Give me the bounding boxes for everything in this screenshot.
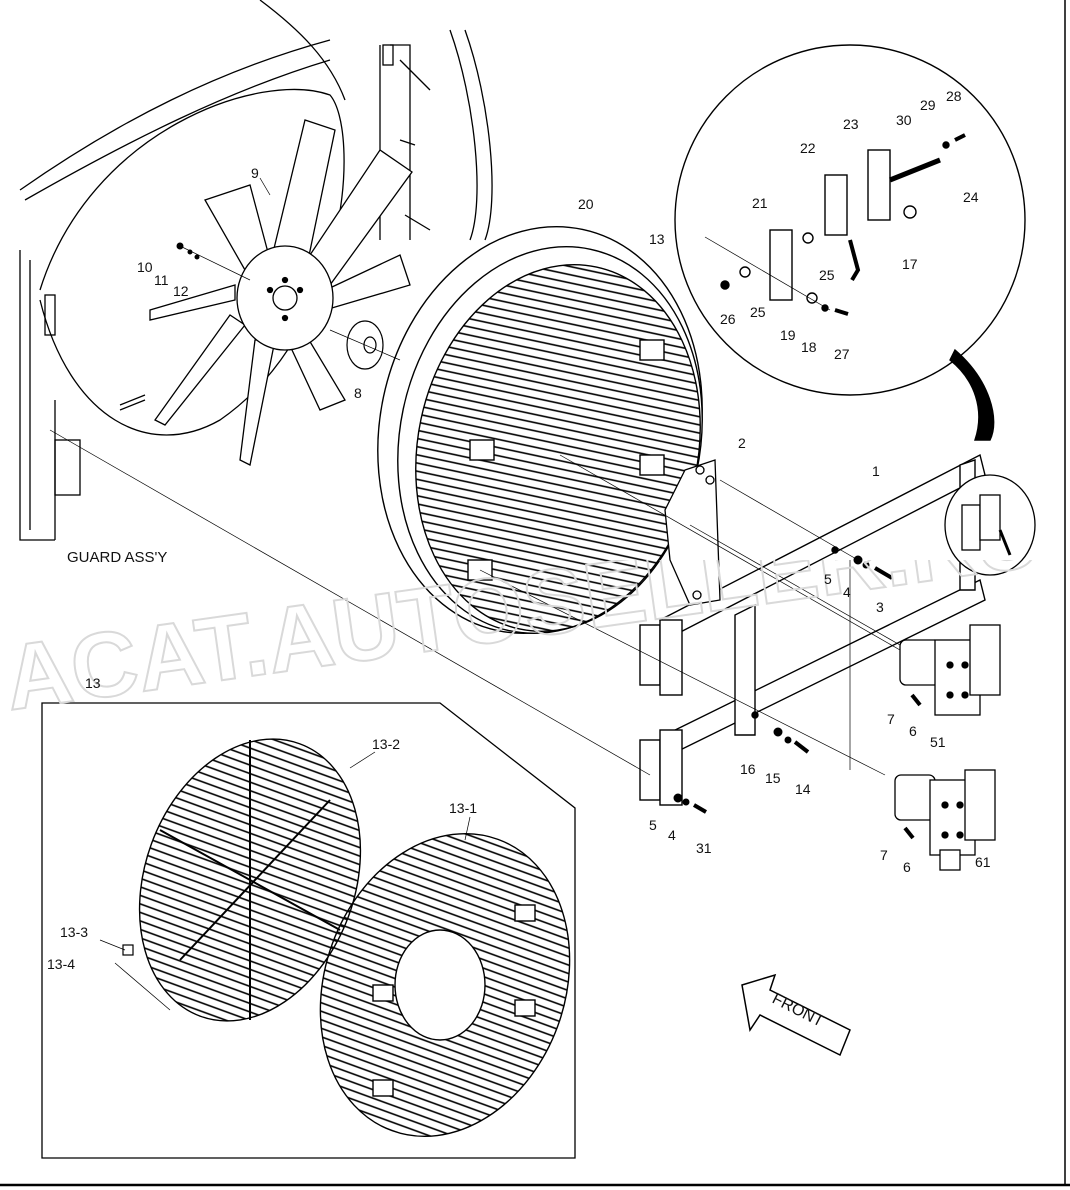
part-label-13-inset: 13 [85, 675, 101, 691]
part-label-13: 13 [649, 231, 665, 247]
part-label-11: 11 [154, 272, 169, 288]
bracket-2 [664, 459, 721, 606]
grille-13-1 [319, 832, 571, 1138]
part-label-26: 26 [720, 311, 736, 327]
part-label-9: 9 [251, 165, 259, 181]
part-label-5b: 5 [649, 817, 657, 833]
watermark-text: ACAT.AUTOSELLER.RU [10, 560, 1047, 730]
grille-13-2 [138, 738, 362, 1022]
screw-13-3 [99, 939, 171, 1011]
fan-blades [149, 119, 413, 466]
part-label-13-1: 13-1 [449, 800, 478, 816]
part-label-14: 14 [795, 781, 811, 797]
part-label-23: 23 [843, 116, 859, 132]
part-label-17: 17 [902, 256, 918, 272]
front-arrow-shape [741, 973, 851, 1057]
latch-small-circle [944, 474, 1036, 576]
part-label-3: 3 [876, 599, 884, 615]
part-label-4: 4 [843, 584, 851, 600]
main-guard [377, 226, 703, 634]
part-label-6: 6 [909, 723, 917, 739]
part-label-21: 21 [752, 195, 768, 211]
part-label-61: 61 [975, 854, 991, 870]
part-label-13-4: 13-4 [47, 956, 76, 972]
part-label-20: 20 [578, 196, 594, 212]
watermark: ACAT.AUTOSELLER.RU [10, 560, 1048, 731]
actuator-61 [894, 769, 996, 871]
part-label-2: 2 [738, 435, 746, 451]
part-label-16: 16 [740, 761, 756, 777]
part-label-25a: 25 [819, 267, 835, 283]
hardware-bolts [673, 555, 922, 840]
part-label-10: 10 [137, 259, 153, 275]
actuator-51 [899, 624, 1001, 716]
latch-detail-circle [674, 44, 1026, 441]
part-label-15: 15 [765, 770, 781, 786]
leader-lines [49, 177, 901, 776]
part-label-12: 12 [173, 283, 189, 299]
assembly-title: GUARD ASS'Y [67, 549, 168, 566]
part-label-22: 22 [800, 140, 816, 156]
part-label-24: 24 [963, 189, 979, 205]
part-label-6b: 6 [903, 859, 911, 875]
part-label-51: 51 [930, 734, 946, 750]
part-label-13-3: 13-3 [60, 924, 89, 940]
part-label-18: 18 [801, 339, 817, 355]
part-label-13-2: 13-2 [372, 736, 401, 752]
part-label-29: 29 [920, 97, 936, 113]
part-label-7b: 7 [880, 847, 888, 863]
part-label-4b: 4 [668, 827, 676, 843]
inset-box [41, 702, 576, 1159]
part-label-27: 27 [834, 346, 850, 362]
part-label-5: 5 [824, 571, 832, 587]
part-label-30: 30 [896, 112, 912, 128]
bolts-10-12 [176, 242, 251, 281]
part-label-31: 31 [696, 840, 712, 856]
part-label-1: 1 [872, 463, 880, 479]
part-label-28: 28 [946, 88, 962, 104]
inset-leaders [349, 751, 471, 841]
part-label-19: 19 [780, 327, 796, 343]
part-label-25b: 25 [750, 304, 766, 320]
part-label-7: 7 [887, 711, 895, 727]
part-label-8: 8 [354, 385, 362, 401]
